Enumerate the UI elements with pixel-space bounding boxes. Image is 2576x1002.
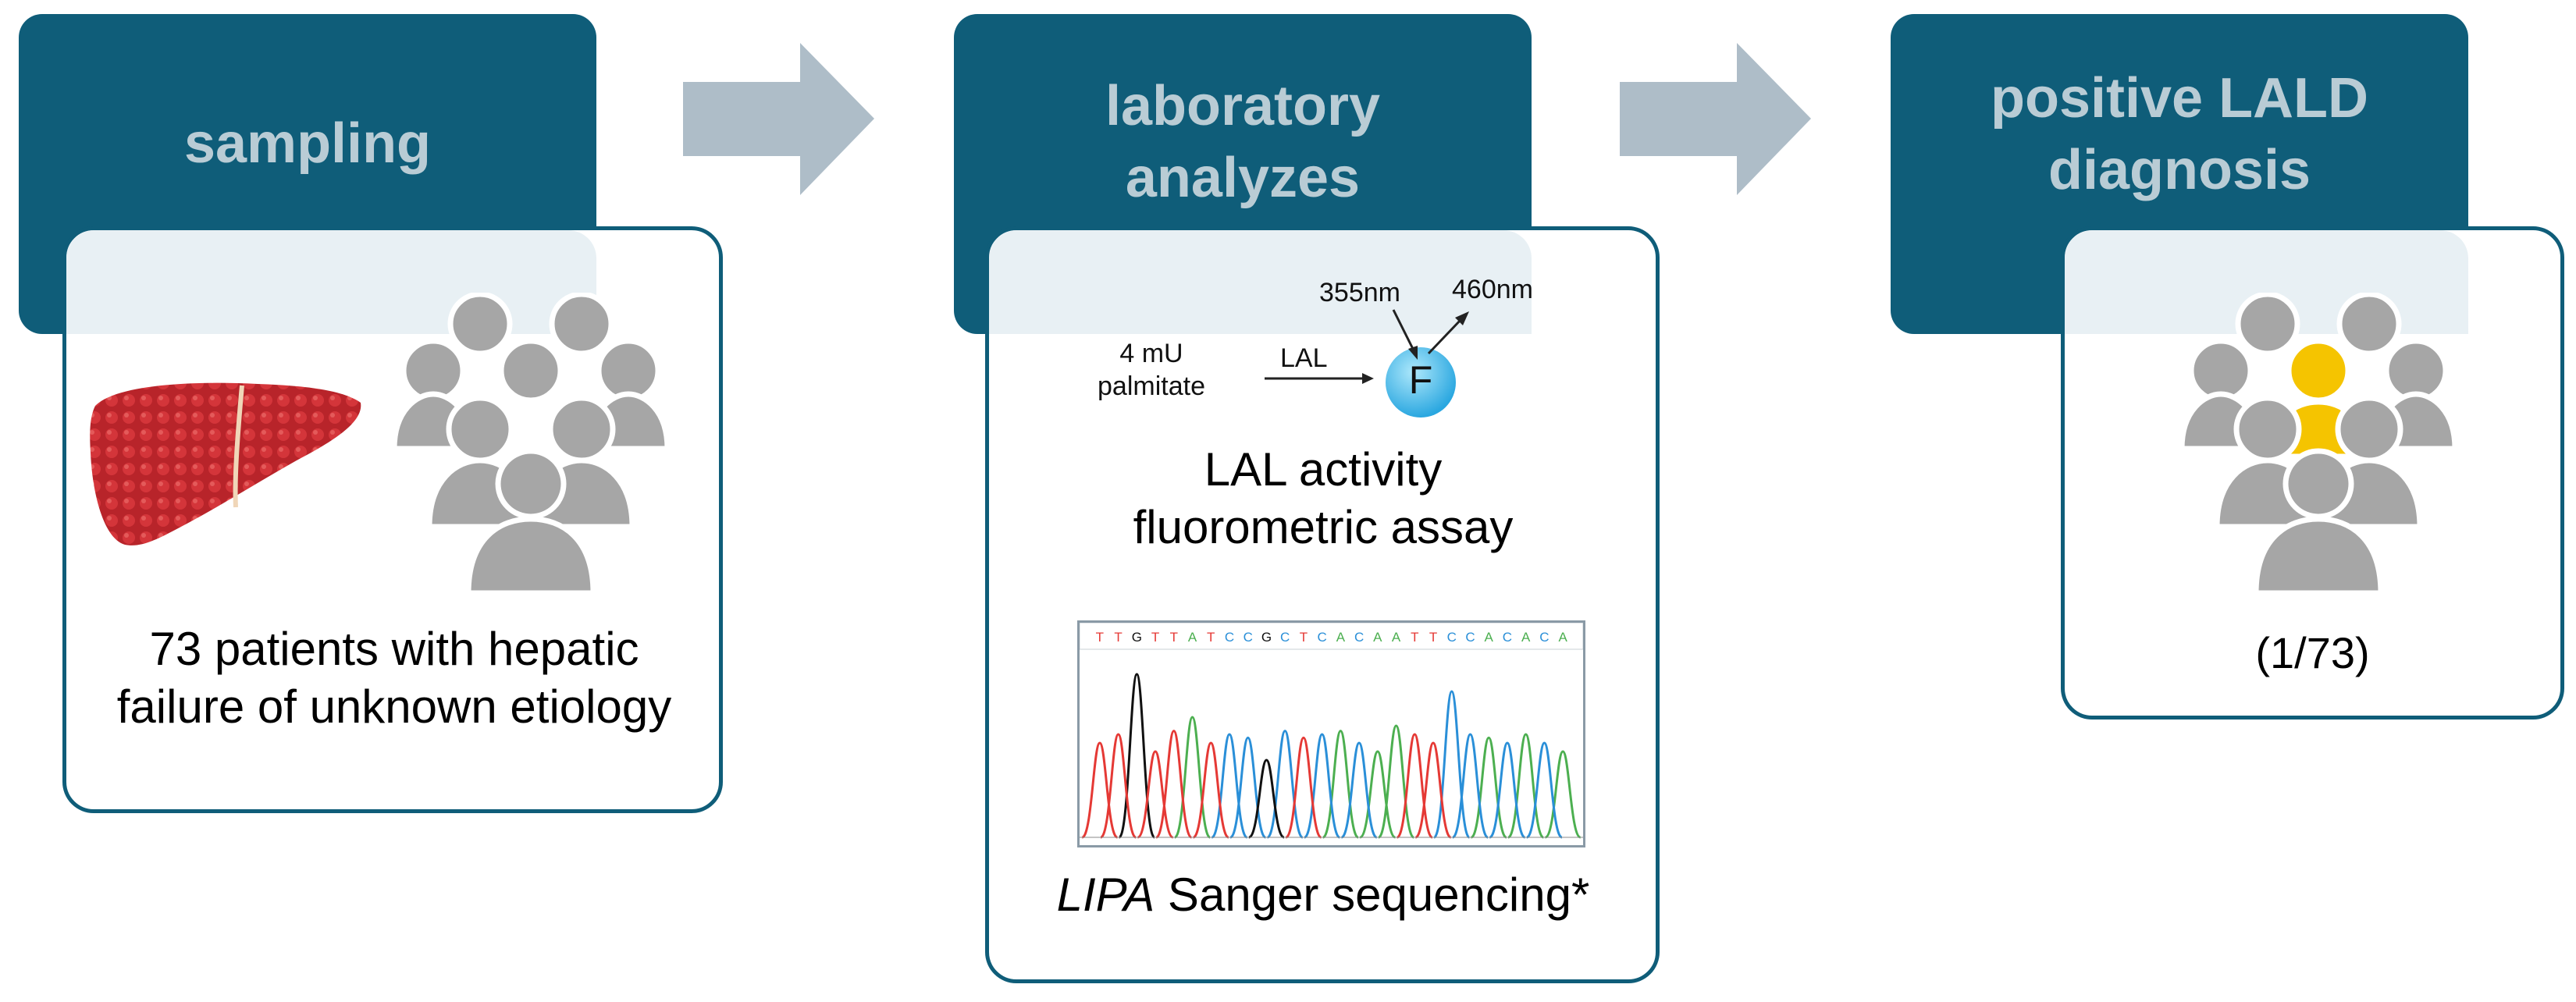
reaction-arrow-icon [1265,373,1374,384]
diagnosis-title: positive LALD diagnosis [1991,62,2368,206]
laboratory-title-line2: analyzes [1125,147,1361,209]
sequence-base: A [1373,630,1382,645]
trace-t [1080,730,1453,839]
sequencing-caption: LIPA Sanger sequencing* [999,866,1647,924]
sequence-base: A [1336,630,1346,645]
sampling-caption: 73 patients with hepatic failure of unkn… [86,620,703,736]
sequence-base: C [1225,630,1234,645]
trace-c [1210,690,1564,839]
fluorophore-icon [1386,347,1456,418]
sampling-caption-line1: 73 patients with hepatic [149,623,639,675]
diagnosis-title-line2: diagnosis [2048,139,2311,201]
excitation-arrows-icon [1392,309,1469,360]
substrate-line2: palmitate [1098,371,1205,401]
sequence-base: T [1429,630,1437,645]
sequence-base: A [1485,630,1494,645]
laboratory-card [985,226,1660,983]
diagnosis-title-line1: positive LALD [1990,67,2369,130]
right-arrow-icon [1620,43,1811,195]
sampling-title: sampling [183,112,432,175]
laboratory-title: laboratory analyzes [1105,70,1380,214]
sequence-base: C [1354,630,1364,645]
sequence-base: T [1114,630,1122,645]
sequence-base: A [1392,630,1401,645]
sequence-base: C [1503,630,1512,645]
enzyme-label: LAL [1280,343,1328,373]
right-arrow-icon [683,43,874,195]
sequence-base: C [1280,630,1290,645]
assay-caption: LAL activity fluorometric assay [1015,441,1631,556]
sequence-base: C [1317,630,1326,645]
sequence-base: T [1151,630,1159,645]
fluorophore-label: F [1408,358,1433,402]
sequencing-rest: Sanger sequencing* [1155,869,1590,921]
sequence-base: T [1170,630,1178,645]
substrate-line1: 4 mU [1119,339,1183,368]
sequence-base: T [1096,630,1104,645]
sequence-base: A [1558,630,1567,645]
patients-group-icon [391,293,671,596]
sequence-base: C [1465,630,1475,645]
laboratory-card-overlap [989,230,1532,334]
sequence-base: A [1188,630,1197,645]
sequence-base: A [1521,630,1531,645]
sequence-base: C [1447,630,1457,645]
sequence-base: G [1261,630,1272,645]
sequence-base: C [1539,630,1549,645]
sequence-base: T [1207,630,1215,645]
sequencing-gene: LIPA [1056,869,1155,921]
sequence-base: T [1411,630,1418,645]
diagnosis-ratio: (1/73) [2255,628,2370,677]
diagnosed-patient-group-icon [2179,293,2458,596]
emission-label: 460nm [1452,275,1533,304]
liver-icon [90,382,361,545]
excitation-label: 355nm [1319,278,1400,307]
assay-line2: fluorometric assay [1133,501,1514,553]
sequence-base: C [1244,630,1253,645]
sequence-base: T [1300,630,1308,645]
sampling-caption-line2: failure of unknown etiology [116,680,672,733]
substrate-label: 4 mU palmitate [1054,337,1249,403]
assay-line1: LAL activity [1204,443,1443,496]
sequence-base: G [1132,630,1142,645]
laboratory-title-line1: laboratory [1105,75,1381,137]
trace-a [1173,716,1582,839]
